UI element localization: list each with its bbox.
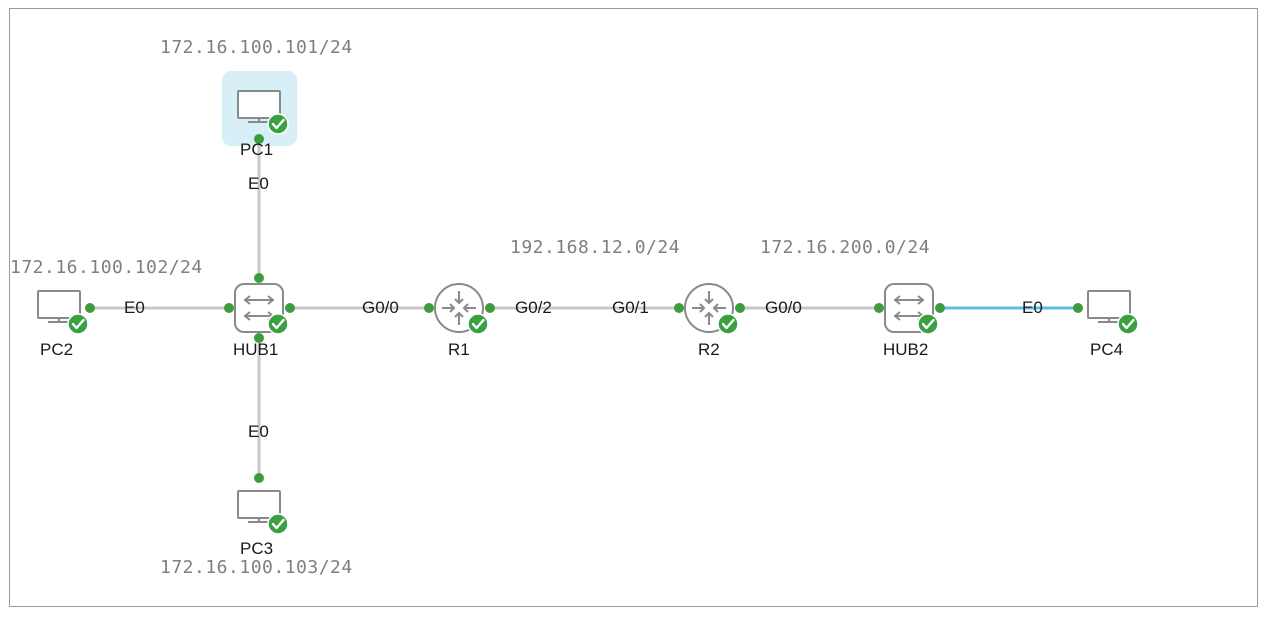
r2-g00-port-label: G0/0 [765, 298, 802, 317]
port-dot [935, 303, 945, 313]
pc2-ip-label: 172.16.100.102/24 [10, 257, 203, 278]
pc3-ip-label: 172.16.100.103/24 [160, 557, 353, 578]
r2-g01-port-label: G0/1 [612, 298, 649, 317]
pc1-label: PC1 [240, 140, 274, 159]
pc4-label: PC4 [1090, 340, 1124, 359]
network-r1-r2-label: 192.168.12.0/24 [510, 237, 681, 258]
r2-label: R2 [698, 340, 720, 359]
port-dots [85, 134, 1083, 483]
hub1-label: HUB1 [233, 340, 279, 359]
pc1-port-label: E0 [248, 174, 269, 193]
pc2-status-ok-icon [66, 312, 90, 336]
port-dot [485, 303, 495, 313]
pc2-label: PC2 [40, 340, 74, 359]
port-dot [254, 333, 264, 343]
port-dot [85, 303, 95, 313]
pc3-port-label: E0 [248, 422, 269, 441]
port-dot [424, 303, 434, 313]
r1-g02-port-label: G0/2 [515, 298, 552, 317]
hub1-status-ok-icon [266, 312, 290, 336]
r1-label: R1 [448, 340, 470, 359]
port-dot [874, 303, 884, 313]
port-dot [674, 303, 684, 313]
port-dot [254, 134, 264, 144]
hub2-label: HUB2 [883, 340, 929, 359]
pc1-ip-label: 172.16.100.101/24 [160, 37, 353, 58]
pc1-status-ok-icon [266, 112, 290, 136]
pc3-status-ok-icon [266, 512, 290, 536]
r1-status-ok-icon [466, 312, 490, 336]
r1-g00-port-label: G0/0 [362, 298, 399, 317]
topology-canvas-frame [9, 8, 1258, 607]
links [90, 139, 1078, 478]
port-dot [285, 303, 295, 313]
port-dot [254, 473, 264, 483]
pc4-status-ok-icon [1116, 312, 1140, 336]
port-dot [224, 303, 234, 313]
hub2-status-ok-icon [916, 312, 940, 336]
pc2-port-label: E0 [124, 298, 145, 317]
port-dot [1073, 303, 1083, 313]
pc3-label: PC3 [240, 539, 274, 558]
pc4-port-label: E0 [1022, 298, 1043, 317]
network-r2-hub2-label: 172.16.200.0/24 [760, 237, 931, 258]
r2-status-ok-icon [716, 312, 740, 336]
port-dot [735, 303, 745, 313]
port-dot [254, 273, 264, 283]
